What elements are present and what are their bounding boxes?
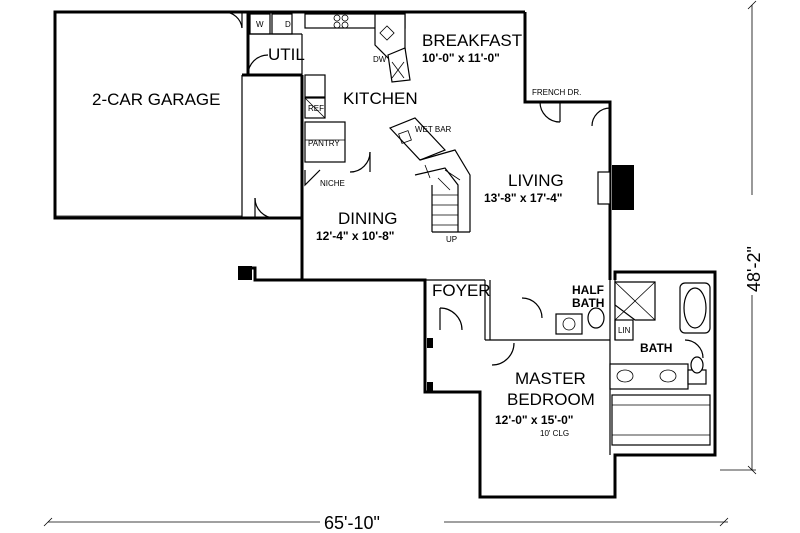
label-up: UP xyxy=(446,235,457,244)
dimension-depth-label: 48'-2" xyxy=(744,246,764,292)
room-dining-size: 12'-4" x 10'-8" xyxy=(316,229,394,243)
room-breakfast-size: 10'-0" x 11'-0" xyxy=(422,51,500,65)
label-ref: REF xyxy=(308,104,324,113)
room-master-ceiling: 10' CLG xyxy=(540,429,569,438)
living-fixtures xyxy=(539,101,634,210)
room-master-1: MASTER xyxy=(515,369,586,388)
label-niche: NICHE xyxy=(320,179,345,188)
room-master-2: BEDROOM xyxy=(507,390,595,409)
room-garage: 2-CAR GARAGE xyxy=(92,90,220,109)
label-pantry: PANTRY xyxy=(308,139,340,148)
label-dw: DW xyxy=(373,55,387,64)
room-dining: DINING xyxy=(338,209,398,228)
room-master-size: 12'-0" x 15'-0" xyxy=(495,413,573,427)
room-bath: BATH xyxy=(640,341,672,355)
wet-bar-stairs xyxy=(388,117,471,233)
room-living: LIVING xyxy=(508,171,564,190)
room-kitchen: KITCHEN xyxy=(343,89,418,108)
room-half-bath-2: BATH xyxy=(572,296,604,310)
dimension-width-label: 65'-10" xyxy=(324,513,380,533)
room-breakfast: BREAKFAST xyxy=(422,31,522,50)
label-lin: LIN xyxy=(618,326,631,335)
garage-walls xyxy=(53,10,276,220)
label-w: W xyxy=(256,20,264,29)
label-wet-bar: WET BAR xyxy=(415,125,452,134)
main-walls xyxy=(238,10,717,499)
room-util: UTIL xyxy=(268,45,305,64)
room-foyer: FOYER xyxy=(432,281,491,300)
room-living-size: 13'-8" x 17'-4" xyxy=(484,191,562,205)
foyer-master xyxy=(425,279,611,455)
label-d: D xyxy=(285,20,291,29)
master-bath xyxy=(609,280,711,446)
kitchen-fixtures xyxy=(247,13,411,187)
label-french-door: FRENCH DR. xyxy=(532,88,581,97)
room-half-bath-1: HALF xyxy=(572,283,604,297)
